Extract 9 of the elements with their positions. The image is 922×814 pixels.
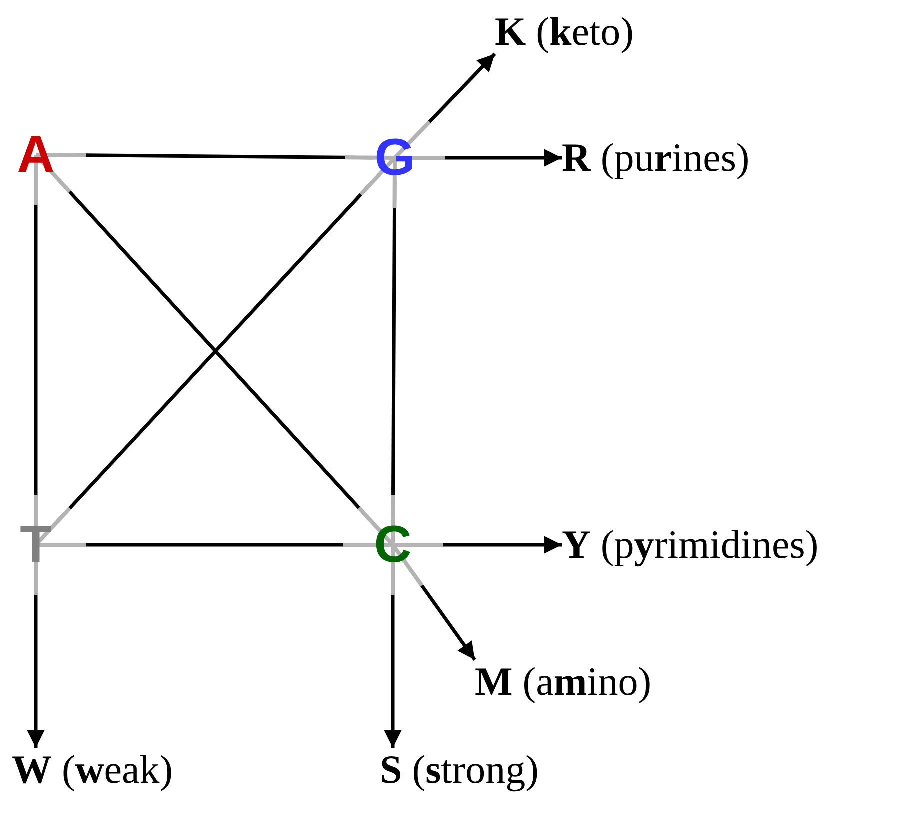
base-letter: G xyxy=(373,135,417,181)
ambiguity-code-label: S (strong) xyxy=(380,748,539,792)
ambiguity-code-label: M (amino) xyxy=(475,660,652,704)
ambiguity-code-label: R (purines) xyxy=(562,136,750,180)
ambiguity-code-label: W (weak) xyxy=(12,748,174,792)
base-letter: A xyxy=(14,132,58,178)
ambiguity-code-label: Y (pyrimidines) xyxy=(562,523,819,567)
base-letter: C xyxy=(371,522,415,568)
ambiguity-code-label: K (keto) xyxy=(495,10,634,54)
